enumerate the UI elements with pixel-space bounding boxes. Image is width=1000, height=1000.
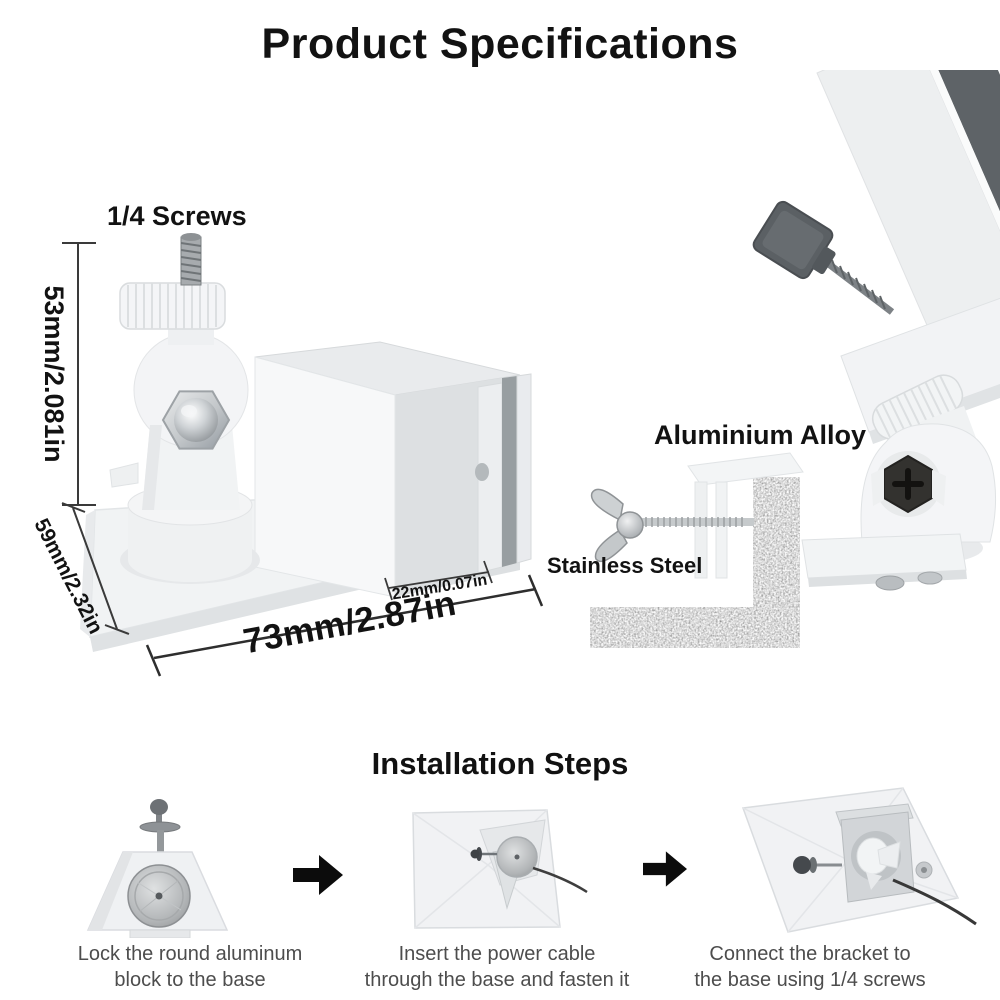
alloy-material-label: Aluminium Alloy bbox=[654, 420, 867, 450]
dim-73-line bbox=[145, 574, 544, 677]
mount-base-plate bbox=[801, 533, 967, 591]
lock-pin bbox=[470, 847, 497, 861]
disc-hole bbox=[514, 854, 520, 860]
step3-caption-line1: Connect the bracket to bbox=[709, 943, 911, 965]
step1-caption-line2: block to the base bbox=[114, 969, 266, 991]
arrow-right-icon bbox=[643, 851, 687, 887]
step3-caption-line2: the base using 1/4 screws bbox=[694, 969, 926, 991]
adjustment-knob bbox=[752, 200, 895, 315]
quarter-screw bbox=[793, 856, 842, 874]
panel-thumb-wheel bbox=[871, 374, 964, 440]
metal-bracket bbox=[835, 803, 933, 903]
power-cable bbox=[532, 866, 588, 894]
clamp-bracket bbox=[687, 452, 804, 579]
step2-image bbox=[412, 809, 588, 929]
step3-caption: Connect the bracket to the base using 1/… bbox=[650, 941, 970, 993]
thumb-wheel bbox=[119, 282, 226, 345]
dim-59-line bbox=[61, 502, 130, 635]
bracket-illustration bbox=[80, 233, 532, 652]
step3-image bbox=[741, 787, 977, 933]
quarter-screws-label: 1/4 Screws bbox=[107, 201, 247, 231]
height-dimension-label: 53mm/2.081in bbox=[39, 285, 69, 463]
power-cable bbox=[892, 878, 977, 926]
aluminum-disc bbox=[127, 864, 191, 928]
step2-caption-line2: through the base and fasten it bbox=[364, 969, 630, 991]
page-title: Product Specifications bbox=[261, 20, 739, 68]
dim-22-line bbox=[384, 560, 493, 601]
acorn-nut bbox=[161, 390, 231, 450]
arrow-right-icon bbox=[293, 855, 343, 895]
ball-mount bbox=[860, 406, 997, 564]
camera-panel bbox=[816, 70, 1000, 340]
step2-caption: Insert the power cable through the base … bbox=[337, 941, 657, 993]
installation-heading: Installation Steps bbox=[371, 746, 629, 781]
step1-image bbox=[86, 799, 229, 938]
table-edge-speckle bbox=[590, 477, 800, 648]
c-channel-bracket bbox=[254, 341, 532, 598]
steel-material-label: Stainless Steel bbox=[547, 553, 703, 578]
clamp-illustration bbox=[590, 70, 1000, 648]
quarter-screw bbox=[180, 233, 202, 286]
screw-knob bbox=[139, 799, 181, 853]
wing-screw bbox=[590, 488, 754, 563]
step2-caption-line1: Insert the power cable bbox=[398, 943, 596, 965]
step1-caption-line1: Lock the round aluminum bbox=[77, 943, 303, 965]
step1-caption: Lock the round aluminum block to the bas… bbox=[30, 941, 350, 993]
